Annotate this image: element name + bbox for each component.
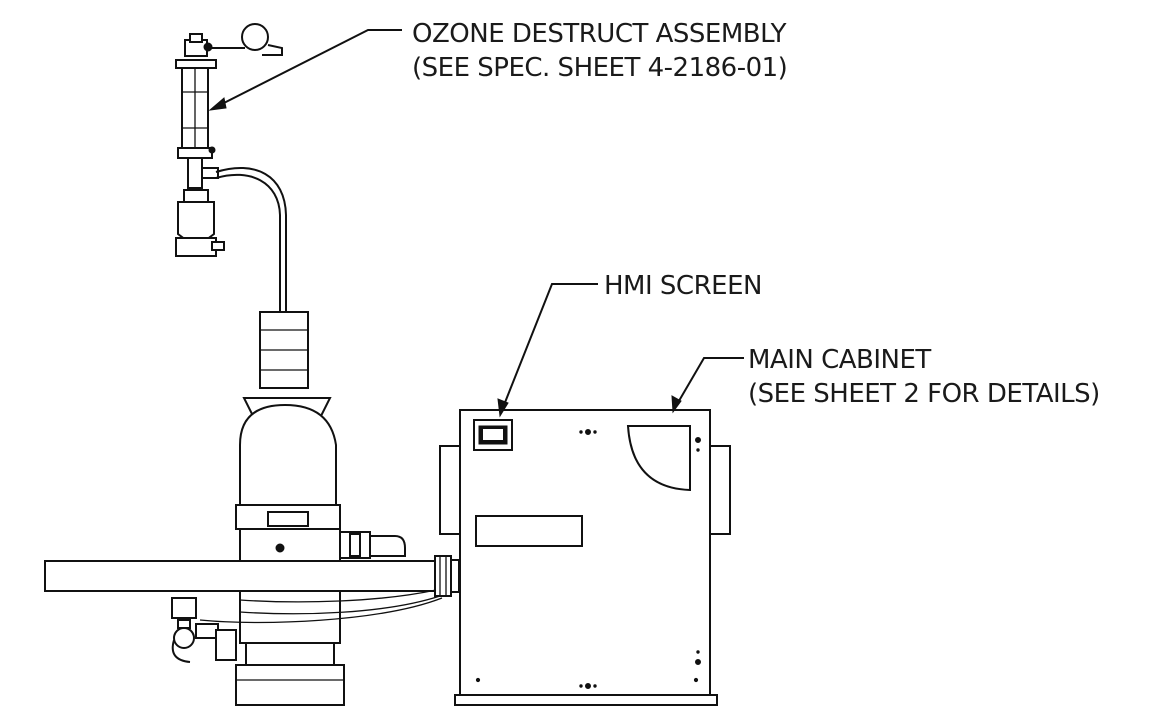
ozone-callout-reference: (SEE SPEC. SHEET 4-2186-01) (412, 53, 787, 83)
ozone-destruct-assembly (175, 23, 287, 312)
cabinet-callout-title: MAIN CABINET (748, 345, 931, 375)
cabinet-callout-reference: (SEE SHEET 2 FOR DETAILS) (748, 379, 1100, 409)
reactor-vessel (235, 311, 406, 562)
leader-lines (208, 29, 744, 418)
main-cabinet (439, 409, 731, 706)
lower-vessel (171, 589, 443, 706)
ozone-callout-title: OZONE DESTRUCT ASSEMBLY (412, 19, 787, 49)
hmi-callout: HMI SCREEN (604, 271, 762, 301)
